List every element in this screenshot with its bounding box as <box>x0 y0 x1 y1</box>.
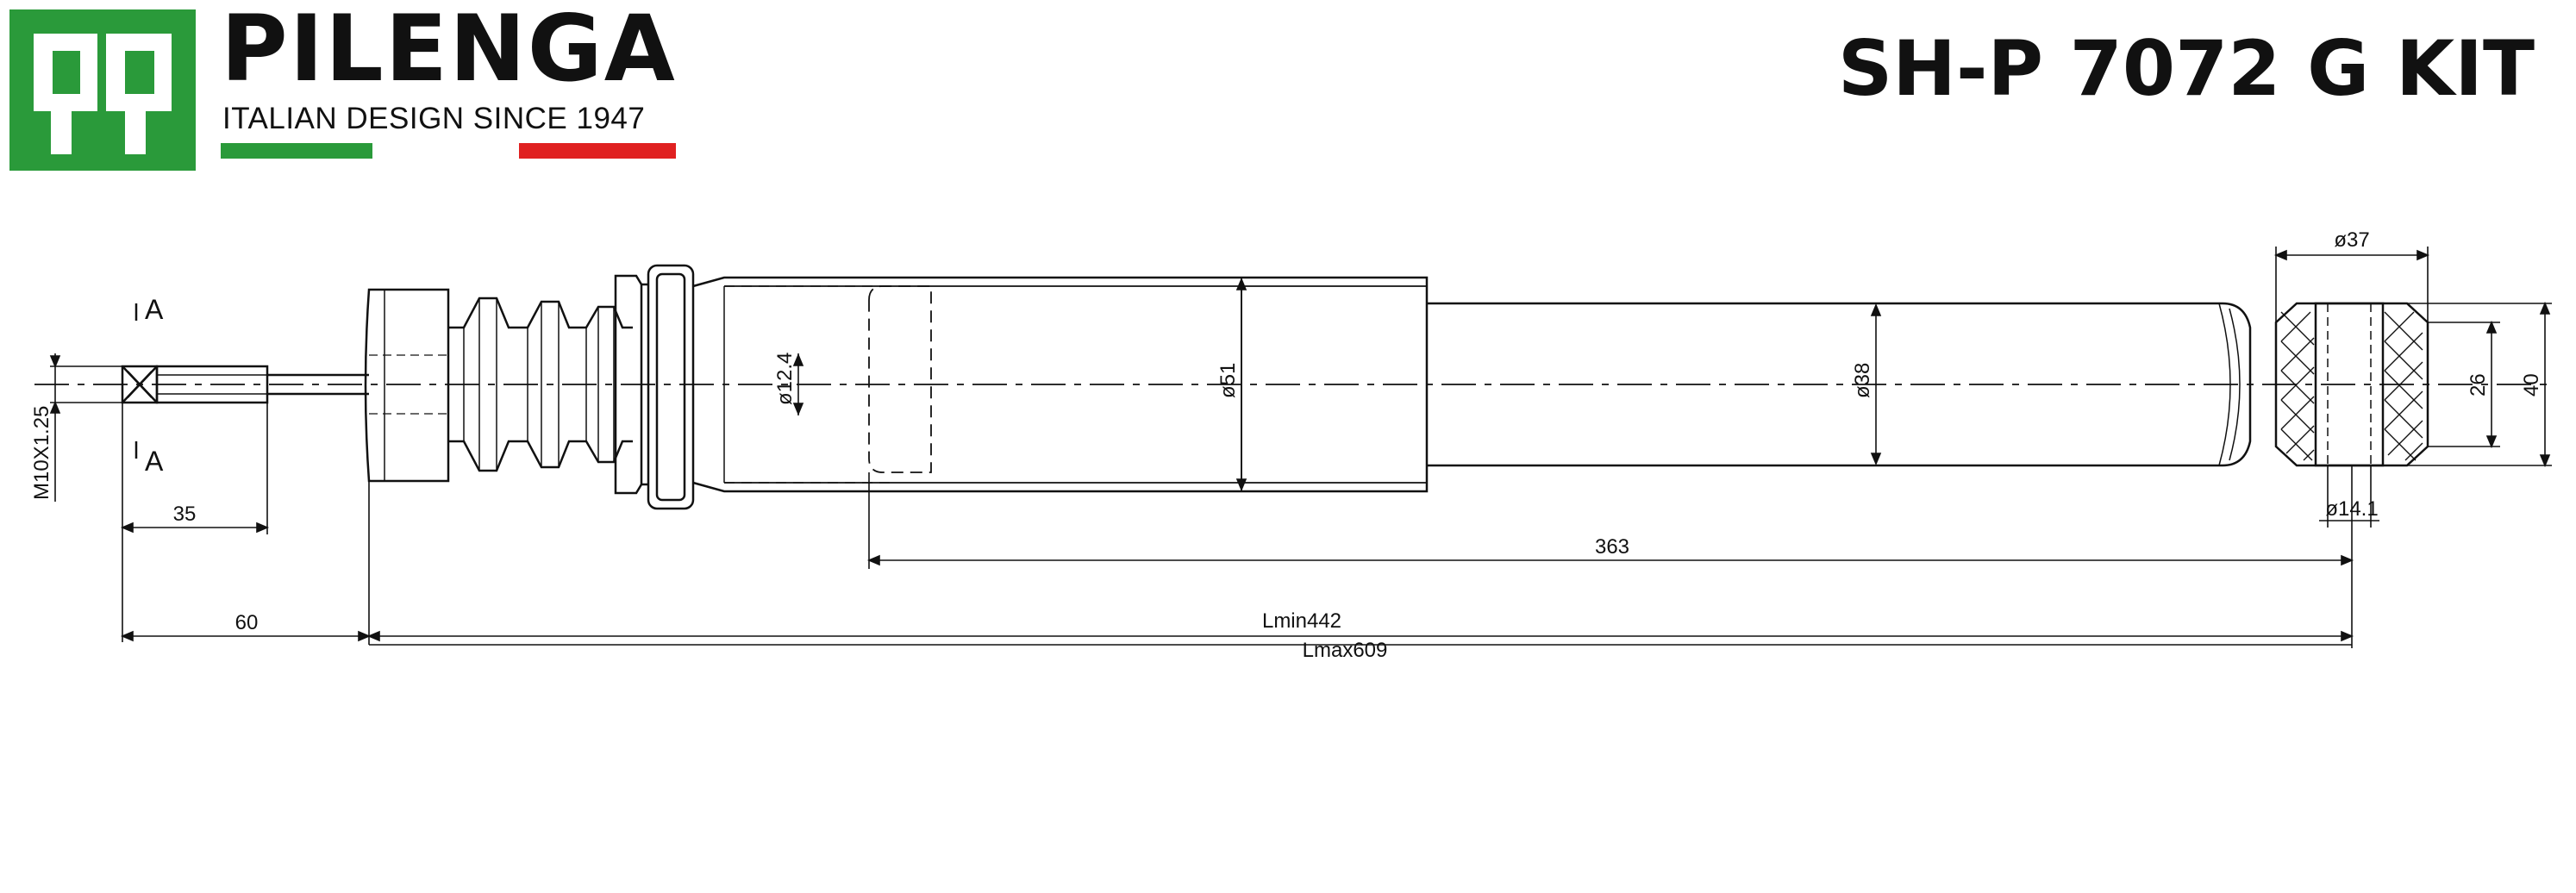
brand-name: PILENGA <box>221 0 677 102</box>
rod-diameter-label: ø12.4 <box>773 353 797 405</box>
section-mark-a-bottom: A <box>145 446 164 477</box>
thread-length-label: 35 <box>173 503 197 526</box>
brand-tagline: ITALIAN DESIGN SINCE 1947 <box>222 102 646 135</box>
thread-label: M10X1.25 <box>30 406 53 500</box>
lower-tube <box>1427 302 2252 467</box>
span-label: 363 <box>1595 535 1629 559</box>
dimension-lines <box>49 247 2552 648</box>
top-cap <box>364 288 450 483</box>
bushing-inner-label: ø14.1 <box>2325 497 2378 521</box>
section-mark-a-top: A <box>145 294 164 325</box>
part-number: SH-P 7072 G KIT <box>1837 24 2535 113</box>
bump-stop <box>448 297 633 472</box>
dust-boot-ring <box>614 264 695 510</box>
stud-length-label: 60 <box>235 611 259 634</box>
pp-logo-icon <box>9 9 196 171</box>
bushing-height-inner-label: 26 <box>2467 373 2490 397</box>
lmin-label: Lmin442 <box>1262 609 1341 633</box>
flag-stripe-red <box>519 143 676 159</box>
tube-diameter-label: ø38 <box>1851 363 1874 398</box>
body-diameter-label: ø51 <box>1216 363 1240 398</box>
threaded-stud <box>121 365 369 404</box>
flag-stripe-green <box>221 143 372 159</box>
lmax-label: Lmax609 <box>1303 639 1388 662</box>
pilenga-logo <box>9 9 196 171</box>
bushing-outer-label: ø37 <box>2334 228 2369 252</box>
bushing-height-outer-label: 40 <box>2520 373 2543 397</box>
